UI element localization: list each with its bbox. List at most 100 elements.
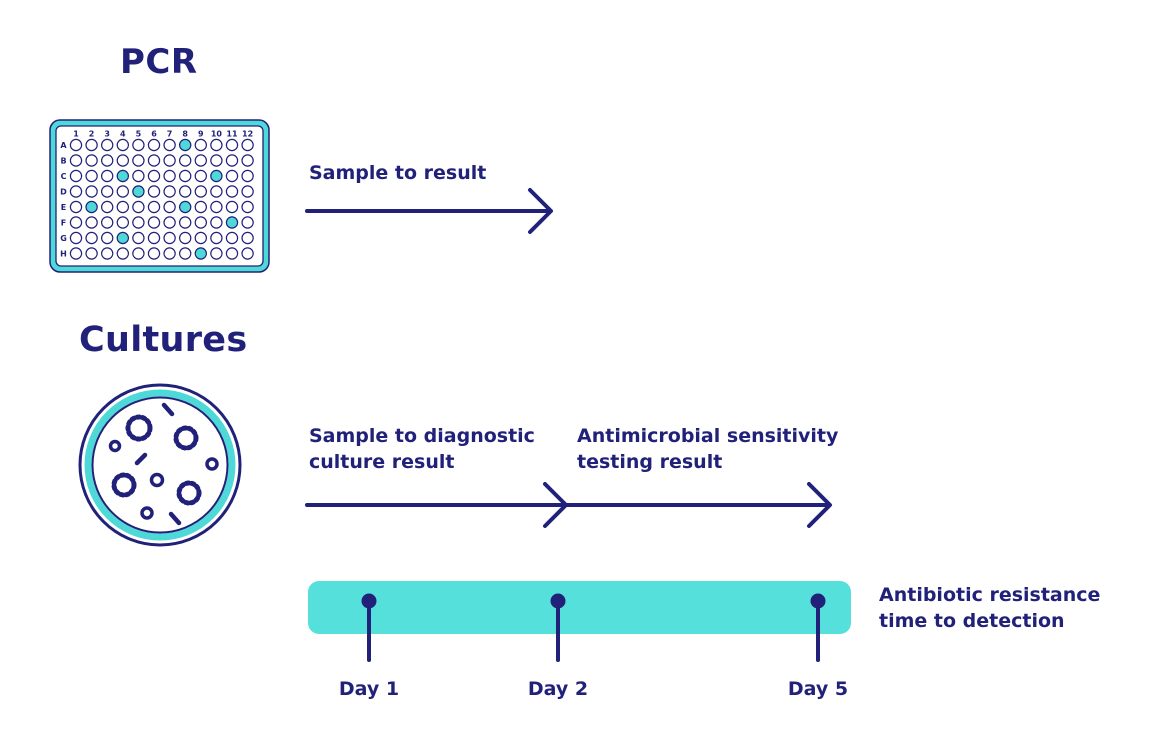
plate-well — [116, 200, 130, 214]
plate-well — [132, 200, 145, 214]
day-label-2: Day 2 — [527, 678, 589, 700]
plate-well-filled — [132, 185, 145, 198]
cultures-sensitivity-arrow — [563, 482, 832, 528]
plate-well — [210, 138, 223, 152]
plate-well — [132, 247, 145, 260]
plate-well — [100, 154, 114, 167]
plate-well — [100, 216, 114, 229]
plate-well — [163, 185, 176, 198]
plate-well — [178, 247, 192, 260]
plate-well — [163, 247, 176, 260]
plate-well — [100, 185, 114, 198]
plate-well — [147, 138, 161, 152]
plate-well — [241, 169, 254, 183]
plate-well — [194, 138, 207, 152]
timeline-marker-day5 — [810, 593, 826, 662]
plate-well — [69, 200, 83, 214]
plate-well — [100, 231, 114, 245]
timeline-label-line1: Antibiotic resistance — [879, 584, 1101, 606]
timeline-bar — [308, 581, 851, 634]
plate-well — [210, 216, 223, 229]
plate-well — [178, 231, 192, 245]
plate-well — [225, 231, 239, 245]
plate-well — [132, 138, 145, 152]
plate-well — [85, 154, 98, 167]
plate-well — [241, 231, 254, 245]
plate-well — [132, 216, 145, 229]
timeline-marker-day1 — [361, 593, 377, 662]
plate-well — [210, 200, 223, 214]
plate-well — [69, 216, 83, 229]
cultures-arrow2-label: Antimicrobial sensitivity testing result — [577, 423, 838, 475]
plate-well — [147, 216, 161, 229]
plate-column-label: 4 — [120, 130, 126, 139]
plate-well — [116, 185, 130, 198]
cultures-title: Cultures — [79, 320, 248, 360]
plate-well — [163, 231, 176, 245]
cultures-arrow2-label-line1: Antimicrobial sensitivity — [577, 425, 839, 447]
plate-well — [116, 154, 130, 167]
plate-well — [225, 138, 239, 152]
plate-well — [241, 154, 254, 167]
plate-row-label: B — [60, 157, 66, 166]
plate-well — [147, 247, 161, 260]
cultures-diagnostic-arrow — [305, 482, 568, 528]
plate-well — [225, 247, 239, 260]
plate-column-label: 9 — [198, 130, 204, 139]
plate-well — [100, 247, 114, 260]
plate-column-label: 12 — [242, 130, 253, 139]
plate-well — [163, 200, 176, 214]
plate-row-label: C — [61, 172, 67, 181]
cultures-arrow1-label-line2: culture result — [309, 451, 455, 473]
plate-well — [163, 154, 176, 167]
plate-well — [100, 169, 114, 183]
plate-well — [225, 185, 239, 198]
plate-well — [241, 200, 254, 214]
plate-well — [178, 154, 192, 167]
plate-row-label: H — [60, 250, 67, 259]
plate-well — [178, 216, 192, 229]
plate-row-label: F — [61, 219, 66, 228]
plate-well — [69, 231, 83, 245]
plate-well — [241, 216, 254, 229]
plate-row-label: A — [60, 141, 67, 150]
plate-well — [69, 185, 83, 198]
plate-well — [163, 138, 176, 152]
plate-well — [194, 216, 207, 229]
plate-column-label: 8 — [182, 130, 188, 139]
plate-well — [241, 138, 254, 152]
plate-row-label: D — [60, 188, 67, 197]
plate-well — [85, 216, 98, 229]
plate-well — [116, 138, 130, 152]
plate-well — [225, 169, 239, 183]
plate-well — [210, 247, 223, 260]
plate-well — [194, 154, 207, 167]
plate-well-filled — [116, 169, 130, 183]
plate-well — [85, 138, 98, 152]
plate-well — [210, 185, 223, 198]
plate-well — [69, 247, 83, 260]
plate-well — [241, 247, 254, 260]
pcr-title: PCR — [120, 42, 198, 82]
plate-well — [69, 154, 83, 167]
plate-row-label: E — [61, 203, 66, 212]
plate-well — [132, 169, 145, 183]
plate-column-label: 11 — [226, 130, 238, 139]
plate-well — [100, 200, 114, 214]
plate-well — [85, 247, 98, 260]
plate-well — [100, 138, 114, 152]
plate-well — [225, 200, 239, 214]
plate-column-label: 2 — [89, 130, 95, 139]
day-label-1: Day 1 — [338, 678, 400, 700]
pcr-arrow-label: Sample to result — [309, 162, 487, 184]
plate-well — [132, 231, 145, 245]
plate-well — [147, 231, 161, 245]
plate-column-label: 1 — [73, 130, 79, 139]
cultures-arrow2-label-line2: testing result — [577, 451, 723, 473]
plate-well — [85, 185, 98, 198]
plate-column-label: 3 — [104, 130, 110, 139]
plate-column-label: 10 — [211, 130, 223, 139]
plate-well-filled — [116, 231, 130, 245]
